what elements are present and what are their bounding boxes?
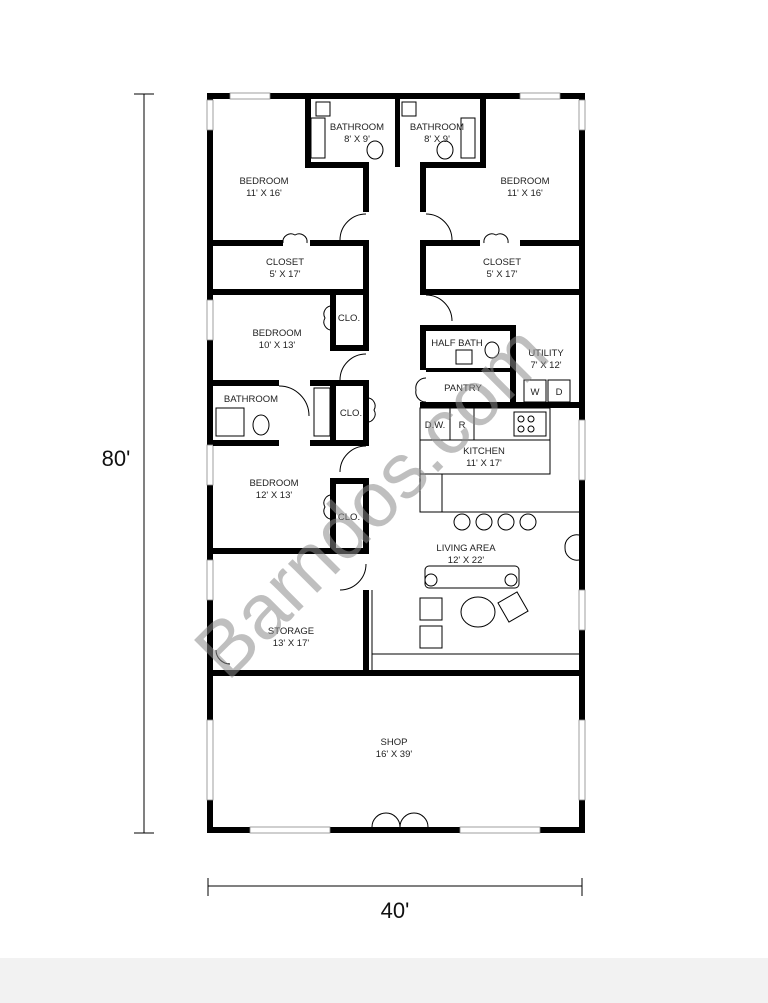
half-bath-name: HALF BATH [431, 338, 483, 349]
bottom-band [0, 958, 768, 1003]
kitchen-name: KITCHEN [463, 446, 505, 457]
shop-name: SHOP [381, 737, 408, 748]
bath-left-name: BATHROOM [330, 122, 384, 133]
living-name: LIVING AREA [436, 543, 496, 554]
closet-e-size: 5' X 17' [486, 269, 517, 280]
bath-left-size: 8' X 9' [344, 134, 370, 145]
dimension-width: 40' [207, 878, 583, 923]
dryer-label: D [556, 387, 563, 398]
kitchen-size: 11' X 17' [466, 458, 502, 469]
bedroom-ne-name: BEDROOM [500, 176, 549, 187]
washer-label: W [531, 387, 540, 398]
kitchen-r: R [459, 420, 466, 431]
pantry-name: PANTRY [444, 383, 482, 394]
doors [215, 213, 580, 828]
bedroom-mid-size: 10' X 13' [259, 340, 296, 351]
bedroom-nw-size: 11' X 16' [246, 188, 282, 199]
bedroom-sw-name: BEDROOM [249, 478, 298, 489]
shop-size: 16' X 39' [376, 749, 413, 760]
living-size: 12' X 22' [448, 555, 485, 566]
bath-right-name: BATHROOM [410, 122, 464, 133]
room-labels: BATHROOM 8' X 9' BATHROOM 8' X 9' BEDROO… [224, 122, 564, 760]
utility-size: 7' X 12' [530, 360, 561, 371]
bath-right-size: 8' X 9' [424, 134, 450, 145]
storage-size: 13' X 17' [273, 638, 310, 649]
bathroom-w-name: BATHROOM [224, 394, 278, 405]
watermark: Barndos.com [177, 307, 564, 694]
counters [371, 407, 579, 670]
storage-name: STORAGE [268, 626, 314, 637]
clo-1-name: CLO. [338, 313, 360, 324]
closet-e-name: CLOSET [483, 257, 521, 268]
bedroom-ne-size: 11' X 16' [507, 188, 543, 199]
kitchen-dw: D.W. [425, 420, 446, 431]
height-label: 80' [102, 446, 131, 471]
bedroom-mid-name: BEDROOM [252, 328, 301, 339]
closet-w-name: CLOSET [266, 257, 304, 268]
clo-2-name: CLO. [340, 408, 362, 419]
bedroom-nw-name: BEDROOM [239, 176, 288, 187]
dimension-height: 80' [102, 93, 154, 834]
utility-name: UTILITY [528, 348, 564, 359]
closet-w-size: 5' X 17' [269, 269, 300, 280]
interior-walls [213, 99, 579, 676]
windows [206, 92, 586, 834]
clo-3-name: CLO. [338, 512, 360, 523]
fixtures [215, 101, 571, 649]
width-label: 40' [381, 898, 410, 923]
bedroom-sw-size: 12' X 13' [256, 490, 293, 501]
